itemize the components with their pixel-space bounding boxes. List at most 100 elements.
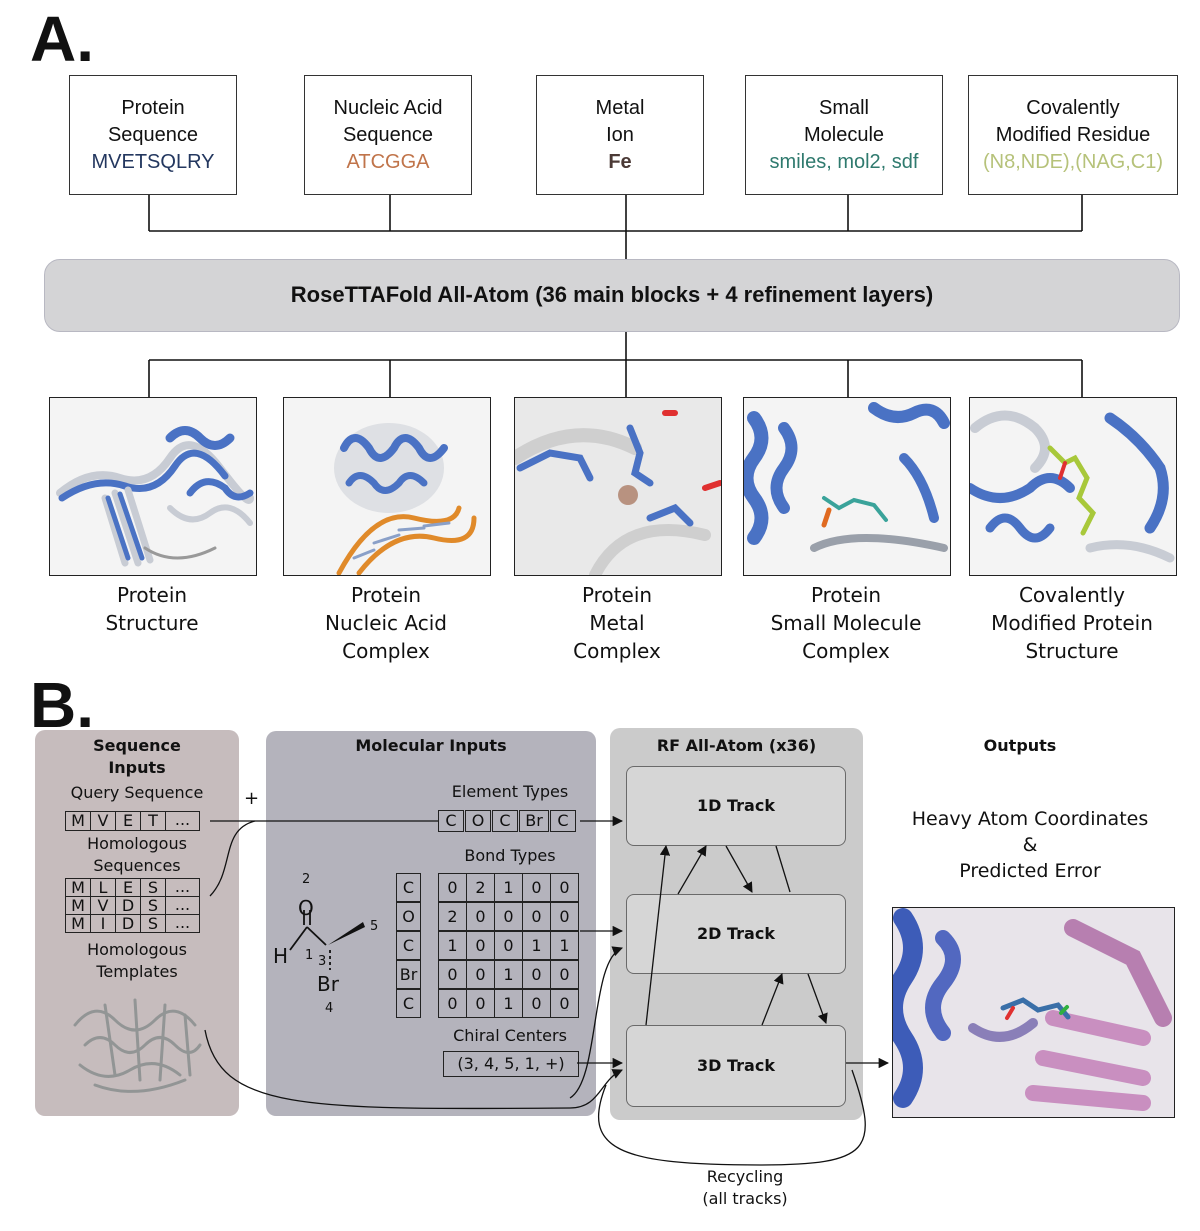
wedge-bond	[328, 922, 365, 945]
bond-row-label: C	[396, 873, 421, 902]
homologous-sequences-grid: M L E S ... M V D S ... M I D S ...	[65, 878, 210, 934]
bond-cell: 0	[466, 902, 495, 931]
outputs-title: Outputs	[983, 736, 1057, 755]
input-box-metal-ion: Metal Ion Fe	[536, 75, 704, 195]
query-cell: M	[65, 811, 91, 831]
panel-a-connectors	[148, 194, 1083, 397]
molecular-inputs-title: Molecular Inputs	[355, 736, 507, 755]
element-types-label: Element Types	[451, 782, 569, 801]
bond-cell: 0	[550, 960, 579, 989]
homolog-cell: ...	[165, 914, 200, 933]
input-value: smiles, mol2, sdf	[769, 150, 919, 173]
bond-row-label: C	[396, 931, 421, 960]
panel-a-label: A.	[30, 3, 94, 75]
homologous-templates-label: Homologous Templates	[87, 940, 187, 981]
bond-cell: 0	[522, 902, 551, 931]
input-box-covalent-residue: Covalently Modified Residue (N8,NDE),(NA…	[968, 75, 1178, 195]
atom-index-3: 3	[318, 954, 327, 969]
bond-cell: 0	[438, 989, 467, 1018]
homolog-cell: L	[90, 878, 116, 897]
rf-all-atom-title: RF All-Atom (x36)	[656, 736, 817, 755]
bond-cell: 0	[438, 960, 467, 989]
panel-b-label: B.	[30, 669, 94, 741]
output-caption-metal-complex: Protein Metal Complex	[573, 583, 661, 663]
protein-structure-icon	[56, 426, 254, 567]
input-title: Covalently Modified Residue	[995, 96, 1151, 146]
bond-cell: 0	[466, 960, 495, 989]
bond-cell: 0	[466, 989, 495, 1018]
homolog-cell: V	[90, 896, 116, 915]
bond-row-labels: C O C Br C	[396, 873, 422, 1018]
input-box-nucleic-acid: Nucleic Acid Sequence ATCGGA	[304, 75, 472, 195]
bond-cell: 1	[522, 931, 551, 960]
chiral-centers-value: (3, 4, 5, 1, +)	[443, 1051, 579, 1077]
nucleic-acid-complex-icon	[334, 423, 477, 575]
small-molecule-complex-icon	[744, 402, 950, 552]
query-cell: V	[90, 811, 116, 831]
atom-label-br: Br	[317, 972, 339, 996]
track-1d: 1D Track	[626, 766, 846, 846]
bond-row-label: O	[396, 902, 421, 931]
output-image-covalent-structure	[969, 397, 1177, 576]
recycling-label: Recycling (all tracks)	[702, 1167, 788, 1208]
bond-cell: 0	[438, 873, 467, 902]
input-value: Fe	[608, 150, 632, 173]
bond-row-label: C	[396, 989, 421, 1018]
molecule-structure-icon	[289, 910, 365, 970]
output-caption-covalent-structure: Covalently Modified Protein Structure	[991, 583, 1153, 663]
atom-index-5: 5	[370, 919, 379, 934]
rosettafold-model-bar: RoseTTAFold All-Atom (36 main blocks + 4…	[44, 259, 1180, 332]
bond-cell: 0	[522, 989, 551, 1018]
input-value: (N8,NDE),(NAG,C1)	[982, 150, 1163, 173]
homolog-cell: S	[140, 878, 166, 897]
bond-cell: 0	[550, 873, 579, 902]
bond-matrix: 0 2 1 0 0 2 0 0 0 0 1 0 0 1 1 0 0 1 0 0 …	[438, 873, 580, 1018]
homolog-cell: D	[115, 914, 141, 933]
atom-index-1: 1	[305, 948, 314, 963]
query-sequence-grid: M V E T ...	[65, 811, 210, 831]
output-image-metal-complex	[514, 397, 722, 576]
output-caption-protein-structure: Protein Structure	[105, 583, 199, 635]
track-3d: 3D Track	[626, 1025, 846, 1107]
bond-cell: 0	[550, 902, 579, 931]
output-caption-small-molecule-complex: Protein Small Molecule Complex	[770, 583, 922, 663]
homolog-cell: S	[140, 896, 166, 915]
bond-types-label: Bond Types	[464, 846, 556, 865]
input-box-small-molecule: Small Molecule smiles, mol2, sdf	[745, 75, 943, 195]
predicted-complex-icon	[893, 908, 1172, 1111]
element-cell: O	[465, 810, 491, 832]
bond-cell: 0	[494, 902, 523, 931]
atom-index-2: 2	[302, 872, 311, 887]
element-cell: C	[550, 810, 576, 832]
input-value: ATCGGA	[346, 150, 430, 173]
bond-cell: 0	[494, 931, 523, 960]
element-cell: Br	[519, 810, 549, 832]
bond-row-label: Br	[396, 960, 421, 989]
input-title: Protein Sequence	[107, 96, 199, 146]
bond-cell: 2	[438, 902, 467, 931]
homolog-cell: M	[65, 878, 91, 897]
bond-cell: 1	[494, 960, 523, 989]
bond-cell: 0	[522, 960, 551, 989]
bond-cell: 1	[494, 873, 523, 902]
metal-complex-icon	[515, 398, 721, 575]
bond-cell: 1	[438, 931, 467, 960]
bond-cell: 1	[494, 989, 523, 1018]
output-caption-nucleic-acid-complex: Protein Nucleic Acid Complex	[325, 583, 447, 663]
homolog-cell: S	[140, 914, 166, 933]
homolog-cell: M	[65, 896, 91, 915]
outputs-label: Heavy Atom Coordinates & Predicted Error	[911, 808, 1149, 882]
bond-cell: 0	[466, 931, 495, 960]
homolog-cell: M	[65, 914, 91, 933]
query-sequence-label: Query Sequence	[70, 783, 204, 802]
query-cell: ...	[165, 811, 200, 831]
plus-sign: +	[244, 788, 260, 809]
chiral-centers-label: Chiral Centers	[453, 1026, 567, 1045]
input-title: Nucleic Acid Sequence	[333, 96, 443, 146]
output-image-protein-structure	[49, 397, 257, 576]
output-image-nucleic-acid-complex	[283, 397, 491, 576]
track-2d: 2D Track	[626, 894, 846, 974]
bond-cell: 2	[466, 873, 495, 902]
input-title: Metal Ion	[595, 96, 645, 146]
element-types-grid: C O C Br C	[438, 810, 580, 832]
